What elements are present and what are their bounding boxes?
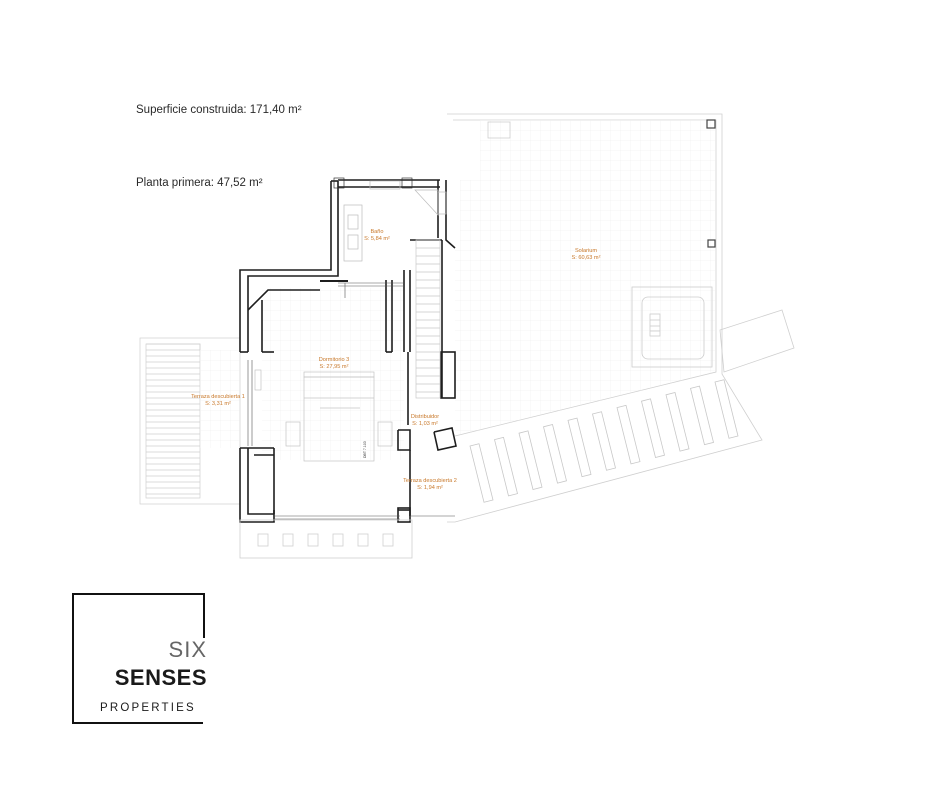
hall-label: Distribuidor	[411, 414, 439, 420]
terrace-2-label: Terraza descubierta 2	[403, 478, 457, 484]
walls	[239, 179, 457, 523]
terrace-1-floor	[200, 350, 240, 448]
pergola-slat	[641, 398, 665, 458]
terrace-1-area: S: 3,31 m²	[205, 401, 231, 407]
solarium-floor	[455, 119, 716, 436]
bathroom-area: S: 5,84 m²	[364, 236, 390, 242]
pergola-slat	[714, 379, 739, 439]
hall-area: S: 1,03 m²	[412, 421, 438, 427]
built-area-text: Superficie construida: 171,40 m²	[136, 104, 302, 116]
pergola-slat	[592, 411, 616, 471]
bathroom-fixtures	[333, 177, 447, 262]
front-planters	[239, 519, 413, 559]
glazing-lines	[247, 280, 455, 520]
first-floor-area-text: Planta primera: 47,52 m²	[136, 177, 263, 189]
pergola-slat	[543, 424, 567, 484]
logo-properties-text: PROPERTIES	[100, 702, 196, 714]
pergola-slat	[567, 417, 592, 478]
terrace-1-label: Terraza descubierta 1	[191, 394, 245, 400]
pergola-slat	[518, 430, 543, 490]
bedroom-label: Dormitorio 3	[319, 357, 349, 363]
pergola-slats	[469, 379, 739, 503]
interior-stairs	[415, 239, 441, 399]
terrace-2-area: S: 1,94 m²	[417, 485, 443, 491]
solarium-area: S: 60,63 m²	[572, 255, 601, 261]
bedroom-area: S: 27,95 m²	[320, 364, 349, 370]
bedroom-note: DBT 7.103	[363, 441, 367, 458]
pergola-slat	[469, 443, 494, 503]
logo-senses-text: SENSES	[114, 665, 207, 690]
logo-six-text: SIX	[168, 637, 207, 662]
pergola-slat	[494, 436, 518, 497]
bedroom-furniture	[254, 369, 393, 462]
pergola-slat	[690, 385, 714, 446]
jacuzzi	[631, 286, 713, 368]
bathroom-label: Baño	[370, 229, 383, 235]
solarium-label: Solarium	[575, 248, 597, 254]
pergola-beam	[719, 309, 795, 373]
pergola-slat	[616, 404, 641, 465]
bedroom-floor	[262, 288, 404, 460]
company-logo: SIX SENSES PROPERTIES	[72, 593, 206, 724]
pergola-slat	[665, 392, 690, 452]
